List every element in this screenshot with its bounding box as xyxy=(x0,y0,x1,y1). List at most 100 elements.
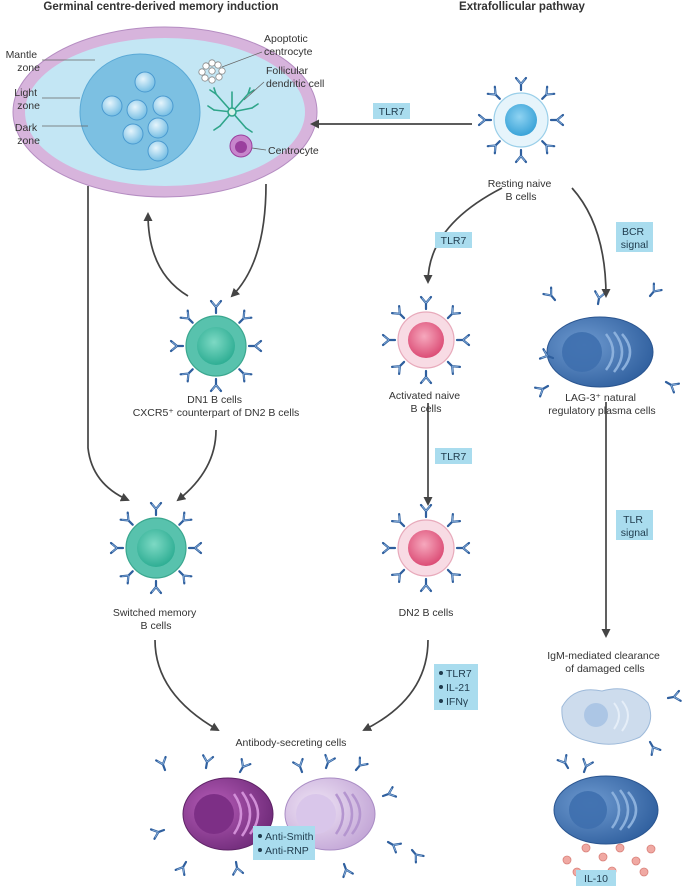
antibody-icon xyxy=(155,755,171,773)
antibody-icon xyxy=(179,309,198,328)
antibody-icon xyxy=(338,861,354,879)
antibody-icon xyxy=(486,85,505,104)
antibody-icon xyxy=(234,758,252,776)
antibody-icon xyxy=(381,333,397,347)
arrow-dn1-to-switched xyxy=(176,429,217,502)
antibody-icon xyxy=(199,754,215,770)
antibody-icon xyxy=(645,282,663,301)
antibody-icon xyxy=(247,339,263,353)
light-zone-label: Light zone xyxy=(14,87,40,112)
antibody-icon xyxy=(234,309,253,328)
igm-clearance-label: IgM-mediated clearance of damaged cells xyxy=(547,650,663,675)
svg-text:BCR signal: BCR signal xyxy=(621,226,648,251)
antibody-icon xyxy=(174,566,193,585)
activated-naive-b-cell xyxy=(397,311,455,369)
antibody-icon xyxy=(174,858,192,876)
antibody-icon xyxy=(384,836,402,854)
antibody-icon xyxy=(662,376,680,394)
asc-purple-cell xyxy=(182,777,274,851)
arrow-dn1-to-gc xyxy=(143,212,189,297)
arrow-naive-to-lag3 xyxy=(571,187,611,298)
dn1-label: DN1 B cells CXCR5⁺ counterpart of DN2 B … xyxy=(133,394,300,419)
signal-tlr: TLR signal xyxy=(616,510,653,540)
svg-text:Anti-Smith Anti-RNP: Anti-Smith Anti-RNP xyxy=(265,831,316,857)
antibody-icon xyxy=(477,113,493,127)
signal-bcr: BCR signal xyxy=(616,222,653,252)
dn2-label: DN2 B cells xyxy=(399,607,454,619)
antibody-icon xyxy=(209,377,223,393)
svg-text:TLR7: TLR7 xyxy=(441,451,467,463)
antibody-icon xyxy=(443,357,462,376)
svg-text:TLR7 IL-21 IFNγ: TLR7 IL-21 IFNγ xyxy=(446,668,475,708)
activated-naive-label: Activated naive B cells xyxy=(389,390,463,415)
antibody-icon xyxy=(443,512,462,531)
antibody-icon xyxy=(292,757,308,775)
dark-zone-label: Dark zone xyxy=(15,122,40,147)
follicular-dendritic-cell-label: Follicular dendritic cell xyxy=(266,65,324,90)
antibody-icon xyxy=(514,76,528,92)
arrow-dn2-to-asc xyxy=(362,639,429,731)
antibody-icon xyxy=(486,136,505,155)
switched-memory-label: Switched memory B cells xyxy=(113,607,199,632)
antibody-icon xyxy=(149,579,163,595)
switched-memory-b-cell xyxy=(125,517,187,579)
antibody-icon xyxy=(390,304,409,323)
antibody-icon xyxy=(644,738,662,756)
antibody-icon xyxy=(578,757,594,775)
dn2-b-cell xyxy=(397,519,455,577)
antibody-icon xyxy=(419,369,433,385)
lag3-label: LAG-3⁺ natural regulatory plasma cells xyxy=(548,392,655,417)
antibody-icon xyxy=(390,357,409,376)
antibody-icon xyxy=(229,860,245,876)
antibody-icon xyxy=(537,85,556,104)
signal-tlr7-activate: TLR7 xyxy=(435,232,472,248)
antibody-icon xyxy=(419,295,433,311)
antibody-icon xyxy=(556,754,574,772)
antibody-icon xyxy=(443,565,462,584)
antibody-icon xyxy=(390,512,409,531)
antibody-icon xyxy=(174,511,193,530)
antibody-icon xyxy=(549,113,565,127)
antibody-icon xyxy=(537,136,556,155)
resting-naive-label: Resting naive B cells xyxy=(488,178,555,203)
antibody-icon xyxy=(455,541,471,555)
antibody-icon xyxy=(542,286,560,305)
dn1-b-cell xyxy=(185,315,247,377)
centrocyte-label: Centrocyte xyxy=(268,145,319,157)
antibody-secreting-label: Antibody-secreting cells xyxy=(236,737,347,749)
centrocyte-icon xyxy=(229,134,253,158)
arrow-switched-to-asc xyxy=(154,639,220,731)
antibody-icon xyxy=(380,786,398,802)
follicular-dendritic-cell-icon xyxy=(207,87,259,133)
mantle-zone-label: Mantle zone xyxy=(6,49,41,74)
resting-naive-b-cell xyxy=(493,92,549,148)
antibody-icon xyxy=(455,333,471,347)
antibody-icon xyxy=(187,541,203,555)
signal-tlr7-dn2: TLR7 xyxy=(435,448,472,464)
il10-plasma-cell xyxy=(553,775,659,845)
gc-centroblast-cells xyxy=(101,71,174,162)
apoptotic-centrocyte-icon xyxy=(198,59,226,84)
germinal-centre: Mantle zone Light zone Dark zone Apoptot… xyxy=(6,26,324,198)
antibody-icon xyxy=(119,566,138,585)
pathway-arrows xyxy=(87,119,611,731)
apoptotic-centrocyte-label: Apoptotic centrocyte xyxy=(264,33,313,58)
antibody-icon xyxy=(119,511,138,530)
antibody-icon xyxy=(234,364,253,383)
il10-box: IL-10 xyxy=(576,870,616,886)
antibody-icon xyxy=(534,380,552,398)
arrow-naive-to-activated xyxy=(423,187,503,284)
header-right: Extrafollicular pathway xyxy=(459,1,586,13)
antibody-icon xyxy=(591,290,607,306)
antibody-icon xyxy=(407,845,425,864)
autoantibody-box: Anti-Smith Anti-RNP xyxy=(253,826,316,860)
svg-text:TLR7: TLR7 xyxy=(441,235,467,247)
antibody-icon xyxy=(109,541,125,555)
arrow-gc-to-dn1 xyxy=(230,183,267,298)
svg-text:IL-10: IL-10 xyxy=(584,873,608,885)
header-left: Germinal centre-derived memory induction xyxy=(43,1,278,13)
antibody-icon xyxy=(419,577,433,593)
antibody-icon xyxy=(351,756,369,775)
antibody-icon xyxy=(179,364,198,383)
antibody-icon xyxy=(419,503,433,519)
